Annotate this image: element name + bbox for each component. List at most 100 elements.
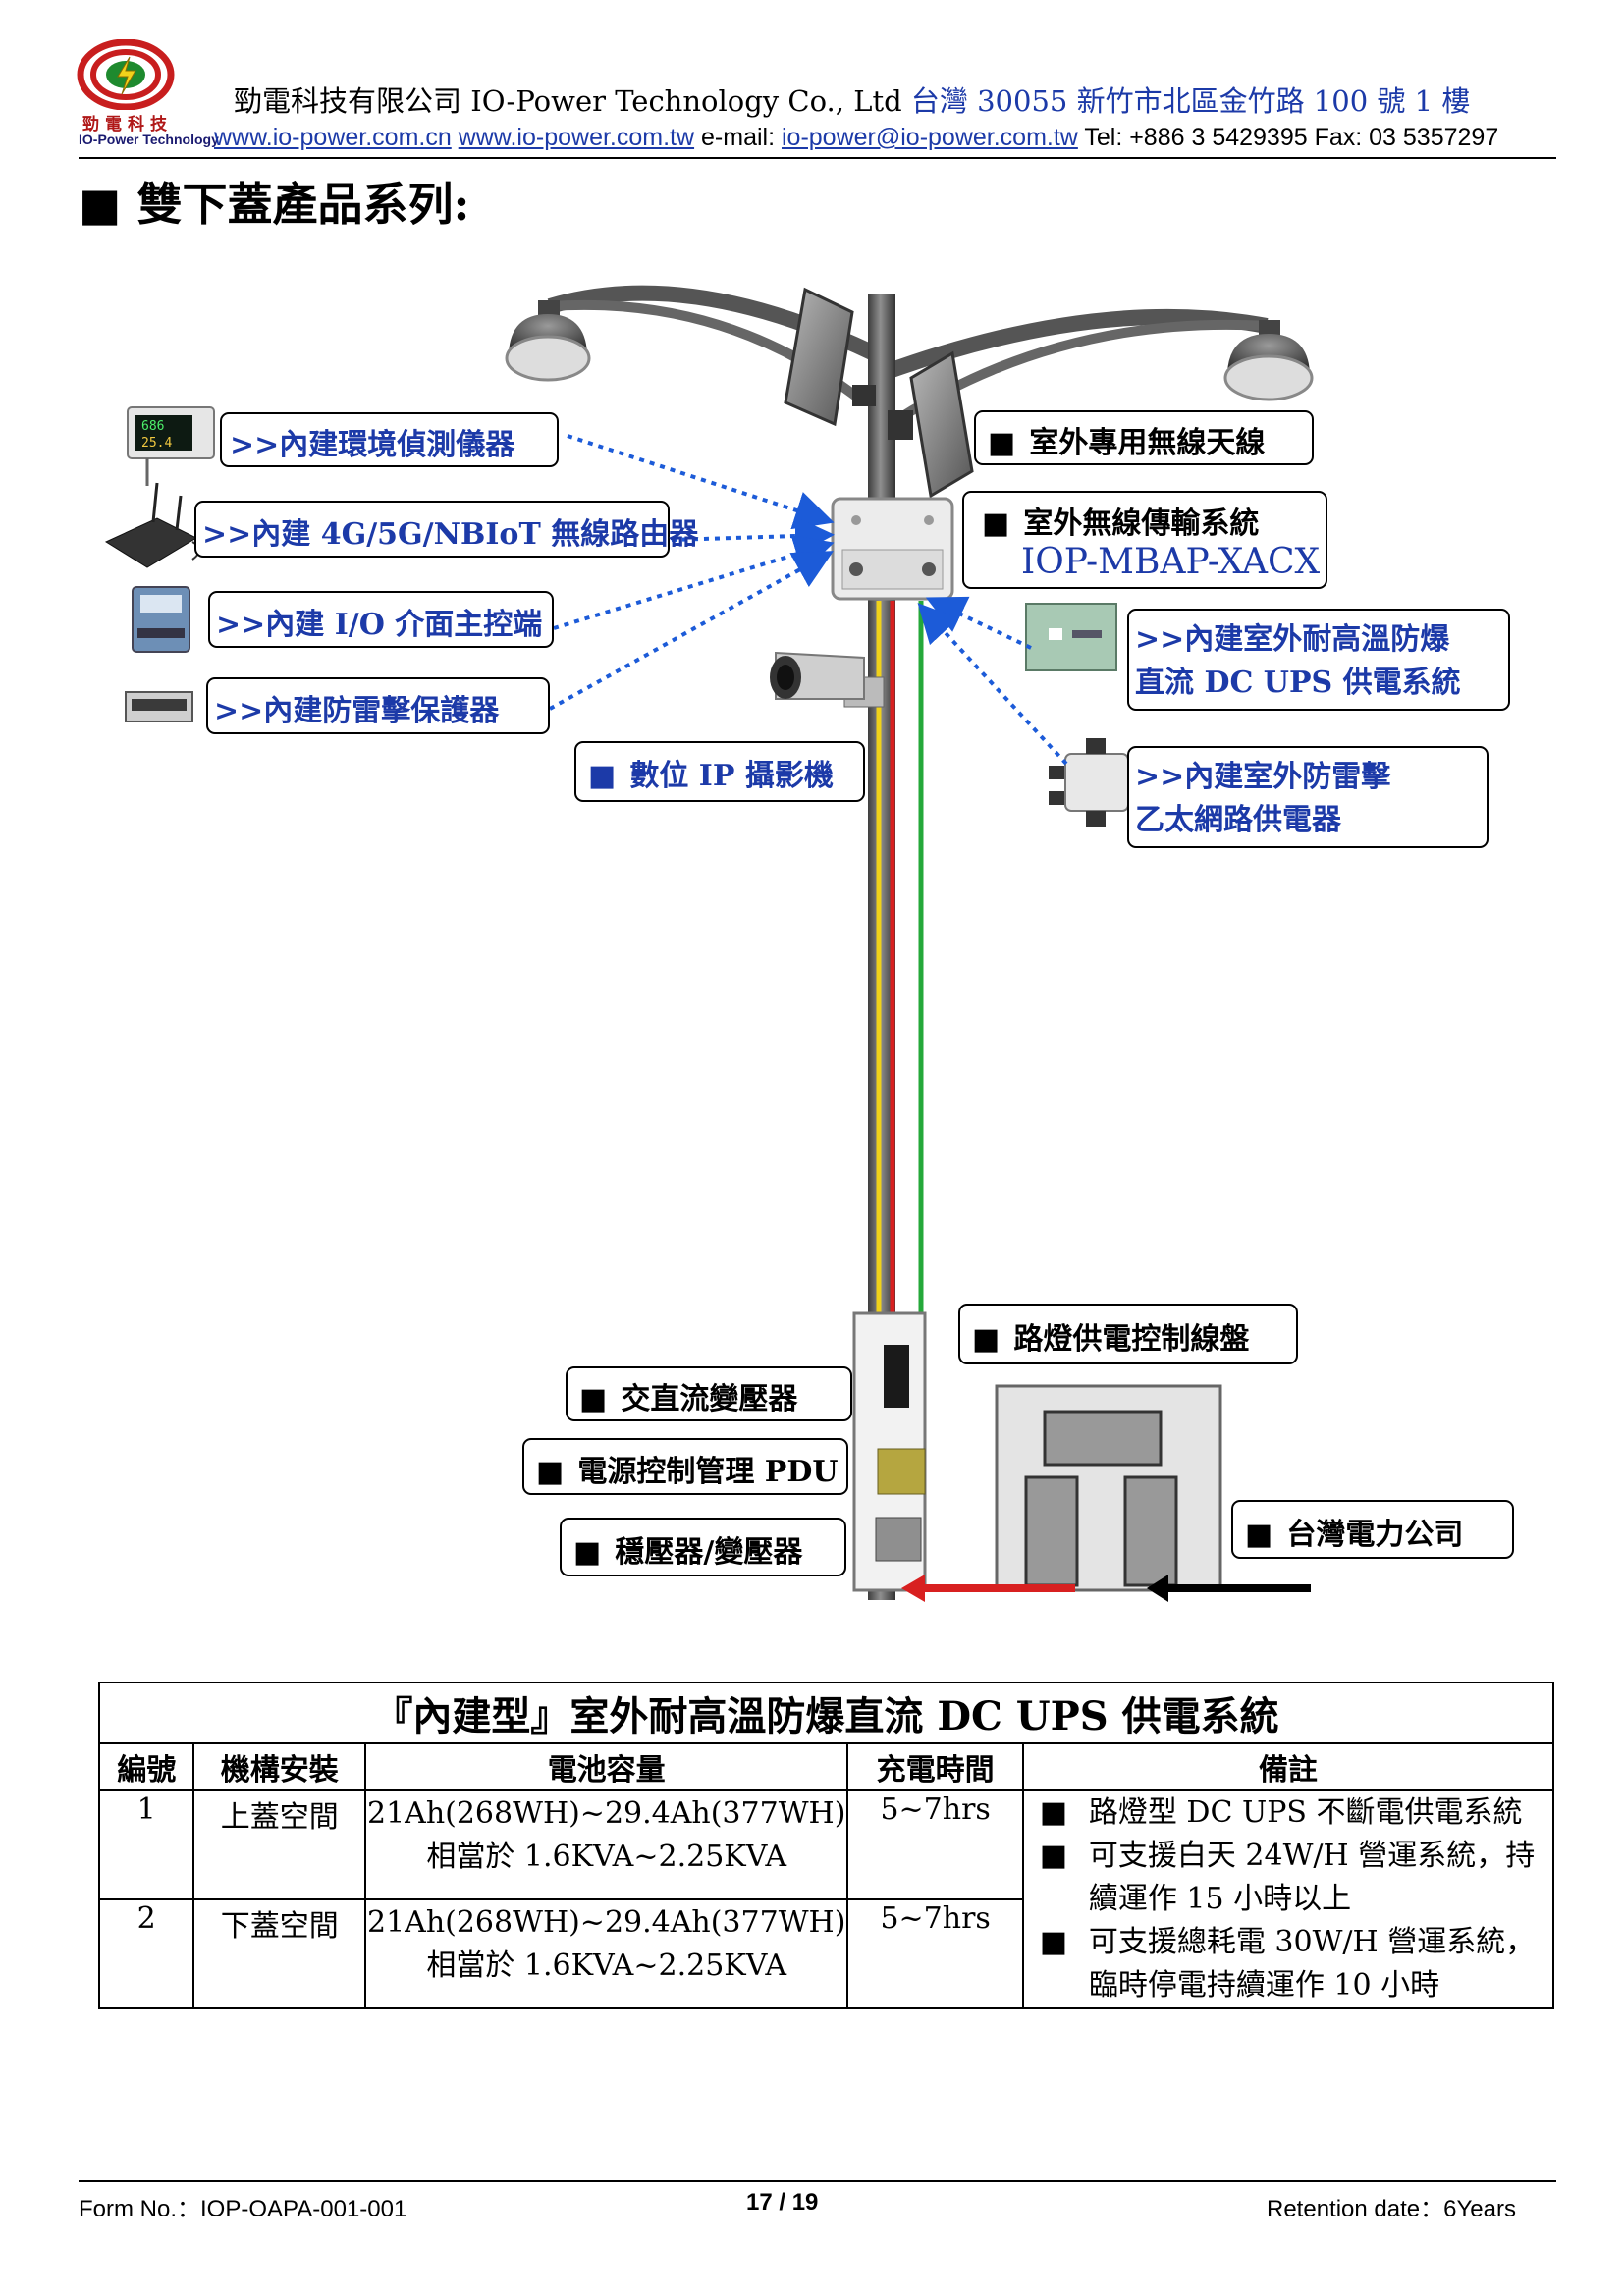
io-module-device <box>132 586 190 653</box>
row1-charge: 5~7hrs <box>846 1789 1024 1900</box>
callout-pdu: ■ 電源控制管理 PDU <box>522 1438 848 1495</box>
footer-divider <box>79 2180 1556 2182</box>
col-header-install: 機構安裝 <box>192 1742 366 1791</box>
table-row: 1 上蓋空間 21Ah(268WH)~29.4Ah(377WH) 相當於 1.6… <box>97 1789 1555 2009</box>
callout-env-sensor-text: >>內建環境偵測儀器 <box>230 428 515 462</box>
row2-no: 2 <box>97 1898 195 2009</box>
square-bullet-icon: ■ <box>579 1382 608 1416</box>
callout-surge-text: >>內建防雷擊保護器 <box>214 694 500 728</box>
callout-poe: >>內建室外防雷擊 乙太網路供電器 <box>1127 746 1489 848</box>
note-text: 可支援總耗電 30W/H 營運系統，臨時停電持續運作 10 小時 <box>1088 1925 1536 2002</box>
callout-surge: >>內建防雷擊保護器 <box>206 677 550 734</box>
row1-no: 1 <box>97 1789 195 1900</box>
sensor-readout-bottom: 25.4 <box>141 436 172 451</box>
callout-router: >>內建 4G/5G/NBIoT 無線路由器 <box>194 501 698 558</box>
col-header-notes: 備註 <box>1021 1742 1555 1791</box>
col-header-capacity: 電池容量 <box>363 1742 849 1791</box>
row2-capacity-kva: 相當於 1.6KVA~2.25KVA <box>426 1949 786 1983</box>
ip-camera <box>770 651 885 708</box>
note-text: 路燈型 DC UPS 不斷電供電系統 <box>1088 1795 1523 1830</box>
lamp-arms <box>547 285 1269 427</box>
row2-charge: 5~7hrs <box>846 1898 1024 2009</box>
row2-capacity: 21Ah(268WH)~29.4Ah(377WH) 相當於 1.6KVA~2.2… <box>363 1898 849 2009</box>
surge-protector-device <box>125 691 193 722</box>
website-tw-link[interactable]: www.io-power.com.tw <box>458 124 695 151</box>
callout-ac-dc-text: 交直流變壓器 <box>621 1382 798 1416</box>
page-number: 17 / 19 <box>746 2189 819 2216</box>
callout-wireless-system-text: 室外無線傳輸系統 <box>1023 507 1260 541</box>
square-bullet-icon: ■ <box>536 1455 565 1489</box>
email-link[interactable]: io-power@io-power.com.tw <box>781 124 1078 151</box>
callout-io: >>內建 I/O 介面主控端 <box>208 591 554 648</box>
sensor-readout-top: 686 <box>141 419 164 434</box>
logo-chinese-text: 勁電科技 <box>82 115 173 134</box>
table-row: 2 下蓋空間 21Ah(268WH)~29.4Ah(377WH) 相當於 1.6… <box>97 1898 1553 2009</box>
col-header-charge: 充電時間 <box>846 1742 1024 1791</box>
company-address: 台灣 30055 新竹市北區金竹路 100 號 1 樓 <box>910 84 1471 118</box>
callout-dc-ups: >>內建室外耐高溫防爆 直流 DC UPS 供電系統 <box>1127 609 1510 711</box>
callout-router-text: >>內建 4G/5G/NBIoT 無線路由器 <box>202 517 699 552</box>
callout-antenna: ■ 室外專用無線天線 <box>974 410 1314 465</box>
square-bullet-icon: ■ <box>1039 1925 1068 1959</box>
note-item: ■ 路燈型 DC UPS 不斷電供電系統 <box>1030 1791 1546 1835</box>
callout-wireless-system: ■ 室外無線傳輸系統 IOP-MBAP-XACX <box>962 491 1327 589</box>
email-label: e-mail: <box>701 124 776 151</box>
header-divider <box>79 157 1556 159</box>
square-bullet-icon: ■ <box>988 426 1016 460</box>
connection-arrows <box>549 434 1068 766</box>
company-name-cn: 勁電科技有限公司 <box>234 84 462 118</box>
callout-dc-ups-line1: >>內建室外耐高溫防爆 <box>1135 622 1450 657</box>
row1-capacity-ah: 21Ah(268WH)~29.4Ah(377WH) <box>366 1796 846 1831</box>
router-device <box>104 482 200 568</box>
callout-control-panel-text: 路燈供電控制線盤 <box>1013 1322 1250 1357</box>
square-bullet-icon: ■ <box>1039 1795 1068 1830</box>
lamp-head-right <box>1223 320 1314 401</box>
callout-taipower-text: 台灣電力公司 <box>1286 1518 1464 1552</box>
company-name-en: IO-Power Technology Co., Ltd <box>470 84 902 118</box>
notes-cell: ■ 路燈型 DC UPS 不斷電供電系統 ■ 可支援白天 24W/H 營運系統，持續… <box>1021 1789 1555 2009</box>
taipower-building <box>995 1384 1222 1592</box>
company-logo <box>77 38 175 111</box>
callout-ac-dc: ■ 交直流變壓器 <box>566 1366 852 1421</box>
callout-pdu-text: 電源控制管理 PDU <box>577 1455 839 1489</box>
callout-antenna-text: 室外專用無線天線 <box>1029 426 1266 460</box>
callout-control-panel: ■ 路燈供電控制線盤 <box>958 1304 1298 1364</box>
callout-env-sensor: >>內建環境偵測儀器 <box>220 412 559 467</box>
callout-dc-ups-line2: 直流 DC UPS 供電系統 <box>1135 666 1461 700</box>
header-contact-line: www.io-power.com.cn www.io-power.com.tw … <box>214 124 1498 152</box>
square-bullet-icon: ■ <box>972 1322 1001 1357</box>
callout-poe-line1: >>內建室外防雷擊 <box>1135 760 1391 794</box>
dc-ups-box <box>1025 603 1117 671</box>
row2-install: 下蓋空間 <box>192 1898 366 2009</box>
callout-regulator-text: 穩壓器/變壓器 <box>615 1535 803 1570</box>
callout-io-text: >>內建 I/O 介面主控端 <box>216 608 543 642</box>
phone-fax: Tel: +886 3 5429395 Fax: 03 5357297 <box>1084 124 1499 151</box>
table-title: 『內建型』室外耐高溫防爆直流 DC UPS 供電系統 <box>98 1682 1554 1744</box>
row1-capacity-kva: 相當於 1.6KVA~2.25KVA <box>426 1840 786 1874</box>
environment-sensor-device: 686 25.4 <box>127 406 215 486</box>
note-item: ■ 可支援白天 24W/H 營運系統，持續運作 15 小時以上 <box>1030 1835 1546 1921</box>
table-header-row: 編號 機構安裝 電池容量 充電時間 備註 <box>97 1742 1555 1791</box>
row2-capacity-ah: 21Ah(268WH)~29.4Ah(377WH) <box>366 1905 846 1940</box>
wireless-ap-box <box>831 497 954 601</box>
row1-capacity: 21Ah(268WH)~29.4Ah(377WH) 相當於 1.6KVA~2.2… <box>363 1789 849 1900</box>
callout-ip-camera: ■ 數位 IP 攝影機 <box>574 741 865 802</box>
website-cn-link[interactable]: www.io-power.com.cn <box>214 124 452 151</box>
retention-date: Retention date：6Years <box>1267 2196 1516 2222</box>
pole-control-cabinet <box>852 1311 927 1592</box>
model-number: IOP-MBAP-XACX <box>1021 542 1321 582</box>
streetlight-diagram: 686 25.4 <box>104 285 1314 1602</box>
row1-install: 上蓋空間 <box>192 1789 366 1900</box>
section-title: ■ 雙下蓋產品系列: <box>79 178 470 231</box>
square-bullet-icon: ■ <box>1039 1839 1068 1873</box>
note-text: 可支援白天 24W/H 營運系統，持續運作 15 小時以上 <box>1088 1839 1536 1916</box>
square-bullet-icon: ■ <box>982 507 1010 541</box>
lamp-head-left <box>505 300 591 382</box>
callout-ip-camera-text: 數位 IP 攝影機 <box>629 759 834 793</box>
square-bullet-icon: ■ <box>573 1535 602 1570</box>
note-item: ■ 可支援總耗電 30W/H 營運系統，臨時停電持續運作 10 小時 <box>1030 1921 1546 2007</box>
logo-english-text: IO-Power Technology <box>79 132 219 147</box>
antenna-panel-left <box>784 287 876 427</box>
callout-taipower: ■台灣電力公司 <box>1231 1500 1514 1559</box>
square-bullet-icon: ■ <box>588 759 617 793</box>
